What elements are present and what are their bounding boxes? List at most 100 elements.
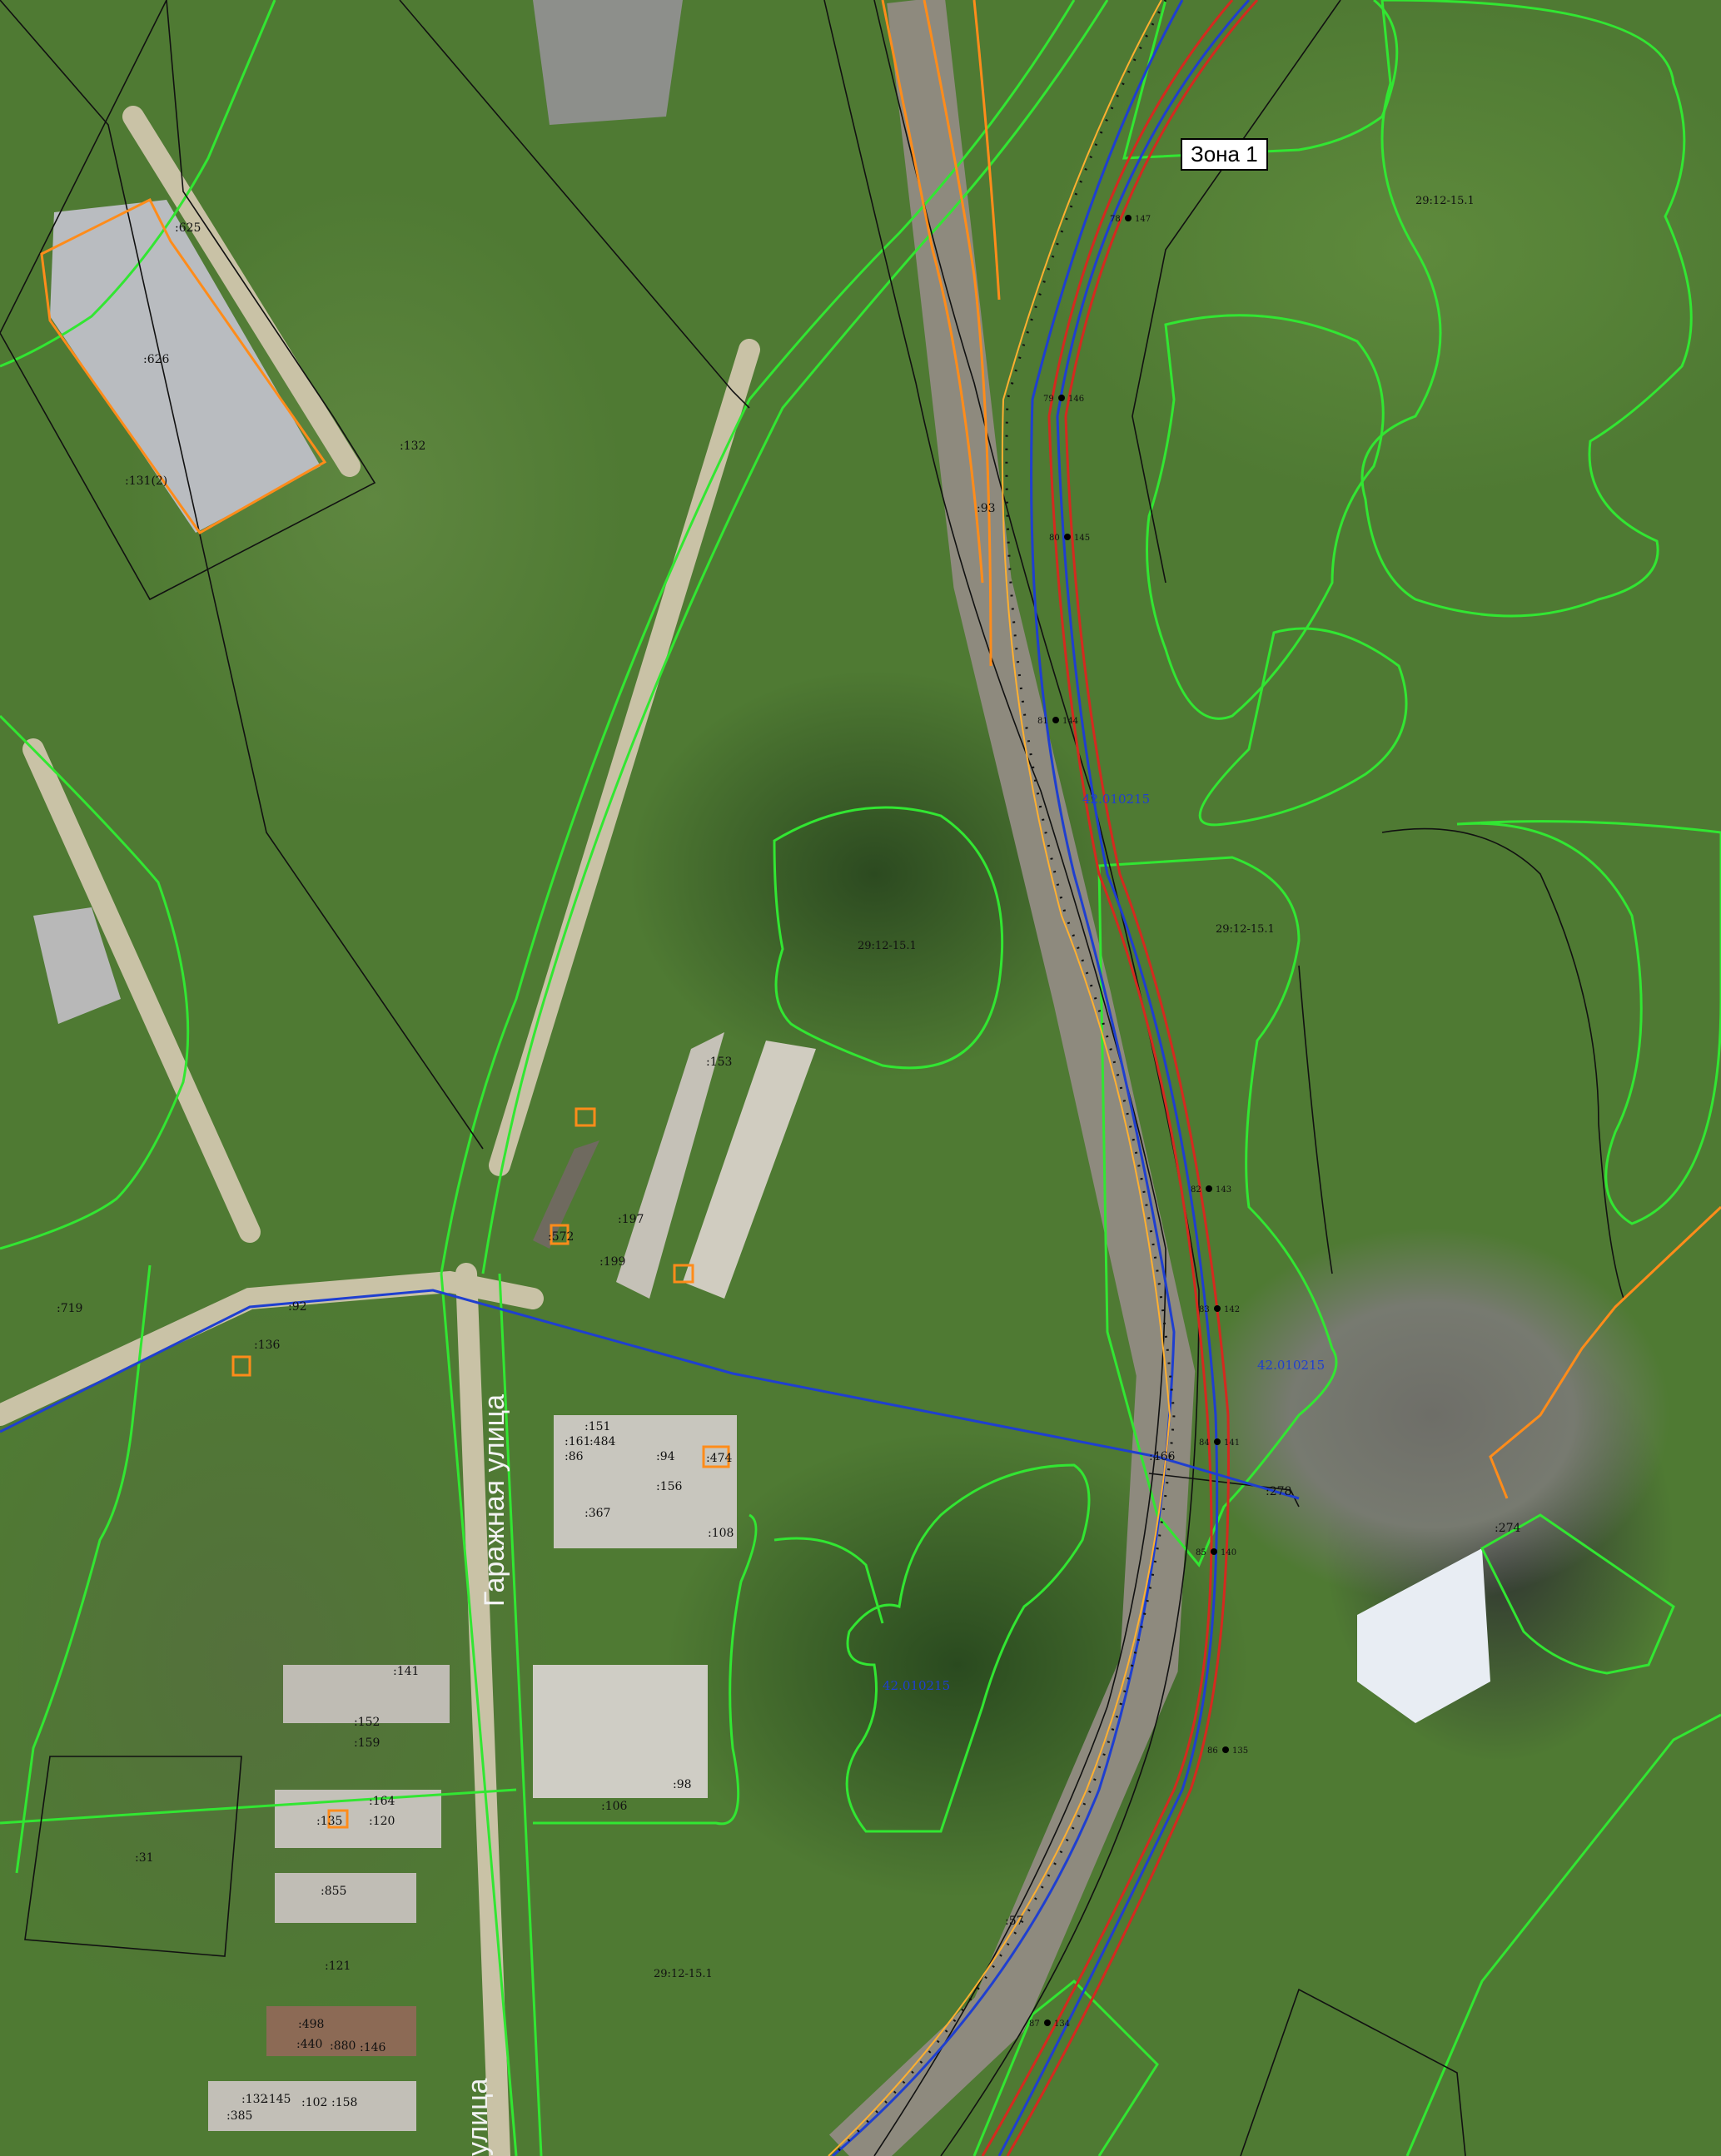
parcel-ne	[1132, 0, 1341, 584]
survey-point-number: 79	[1043, 395, 1054, 404]
parcel-label: :131(2)	[125, 474, 167, 488]
zone-south-arc	[773, 1537, 884, 1624]
territory-label-4: 29:12-15.1	[654, 1968, 713, 1980]
zone-forest-ne	[1146, 314, 1385, 720]
parcel-label: :880	[330, 2039, 356, 2053]
survey-point	[1125, 215, 1132, 221]
parcel-labels: :626 :131(2) :132 :625 :93 :274 :57 :31 …	[57, 221, 1521, 2123]
road-west	[22, 738, 261, 1243]
zone-east-forest	[1360, 0, 1693, 618]
parcel-label: :120	[369, 1815, 395, 1828]
orange-parcels	[40, 0, 1721, 1829]
survey-point-pair: 145	[1074, 534, 1090, 543]
parcel-625-orange	[40, 197, 327, 534]
parcel-label: :719	[57, 1302, 82, 1315]
survey-point-pair: 141	[1224, 1438, 1240, 1448]
parcel-label: :132	[400, 440, 425, 453]
survey-point-number: 86	[1207, 1746, 1218, 1756]
zone-street-w	[440, 1273, 518, 2156]
parcel-label: :440	[296, 2038, 322, 2051]
blue-label-3: 42.010215	[883, 1678, 950, 1693]
building-152	[283, 1665, 450, 1723]
zone-rail-strip	[1097, 856, 1338, 1567]
parcel-label: :572	[548, 1230, 574, 1244]
survey-point-number: 81	[1037, 717, 1048, 726]
parcel-label: :855	[321, 1885, 346, 1898]
building-north	[533, 0, 683, 125]
parcel-dump-w	[1298, 965, 1333, 1274]
zone-street-e	[498, 1273, 543, 2156]
building-106	[533, 1665, 708, 1798]
parcel-label: :136	[254, 1339, 281, 1352]
parcel-south	[1240, 1988, 1466, 2156]
parcel-274-orange	[1489, 1205, 1721, 1499]
parcel-label: :161	[565, 1435, 590, 1448]
orange-box-474	[702, 1445, 730, 1468]
survey-point-pair: 134	[1054, 2019, 1070, 2029]
parcel-label: :367	[584, 1507, 610, 1520]
survey-point	[1214, 1438, 1221, 1445]
parcel-label: :156	[656, 1480, 683, 1493]
red-line-1	[981, 0, 1234, 2156]
survey-point-number: 84	[1199, 1438, 1210, 1448]
survey-point	[1052, 717, 1059, 723]
zone-west-2	[0, 714, 190, 1250]
territory-label-1: 29:12-15.1	[1415, 195, 1475, 207]
parcel-dump	[1381, 827, 1624, 1299]
building-151	[554, 1415, 737, 1548]
parcel-132-edge	[399, 0, 750, 409]
road-main	[0, 1270, 544, 1426]
parcel-label: :135	[316, 1815, 342, 1828]
survey-point	[1064, 534, 1071, 540]
parcel-label: :197	[618, 1213, 644, 1226]
road-network	[0, 106, 760, 2156]
survey-point-number: 85	[1196, 1548, 1206, 1557]
parcel-label: :158	[331, 2096, 357, 2109]
zone-forest-ne2	[1198, 627, 1408, 827]
parcel-label: :94	[656, 1450, 675, 1463]
parcel-label: :498	[298, 2018, 324, 2031]
railway-lines	[0, 0, 1300, 2156]
red-line-2	[1006, 0, 1259, 2156]
blue-label-1: 42.010215	[1082, 792, 1150, 807]
survey-point-pair: 144	[1062, 717, 1078, 726]
parcel-label: :626	[143, 353, 170, 366]
survey-point	[1214, 1305, 1221, 1312]
rail-orange-2	[923, 0, 992, 667]
zone-east-edge	[1456, 820, 1721, 1225]
parcel-131	[0, 0, 376, 601]
building-572	[533, 1140, 599, 1249]
zone-plant	[1480, 1513, 1675, 1675]
blue-label-2: 42.010215	[1257, 1358, 1325, 1373]
zone-west-1	[15, 1264, 152, 1874]
survey-point	[1058, 395, 1065, 401]
survey-point-pair: 140	[1221, 1548, 1236, 1557]
zone-garages	[533, 1513, 758, 1826]
parcel-label: :93	[977, 502, 996, 515]
parcel-label: :151	[584, 1420, 610, 1433]
survey-point	[1044, 2019, 1051, 2026]
zone-north	[1122, 0, 1399, 160]
building-498	[266, 2006, 416, 2056]
building-145	[208, 2081, 416, 2131]
survey-point-pair: 146	[1068, 395, 1084, 404]
zone-south-forest	[845, 1463, 1091, 1833]
building-626	[50, 200, 321, 533]
survey-point-number: 87	[1029, 2019, 1040, 2029]
orange-box-5	[327, 1809, 349, 1829]
blue-line-2	[997, 0, 1251, 2156]
survey-point	[1206, 1185, 1212, 1192]
survey-point-pair: 135	[1232, 1746, 1248, 1756]
zone-south-rail	[972, 1979, 1159, 2156]
parcel-label: :146	[360, 2041, 386, 2054]
zone-south-w	[0, 1788, 517, 1825]
railway-orange	[828, 0, 1171, 2156]
building-121	[275, 1873, 416, 1923]
orange-box-2	[550, 1224, 570, 1245]
parcel-label: :92	[288, 1300, 307, 1314]
parcel-label: :98	[673, 1778, 692, 1791]
parcel-label: :159	[354, 1736, 380, 1750]
survey-point-number: 83	[1199, 1305, 1210, 1314]
building-153	[683, 1041, 816, 1299]
